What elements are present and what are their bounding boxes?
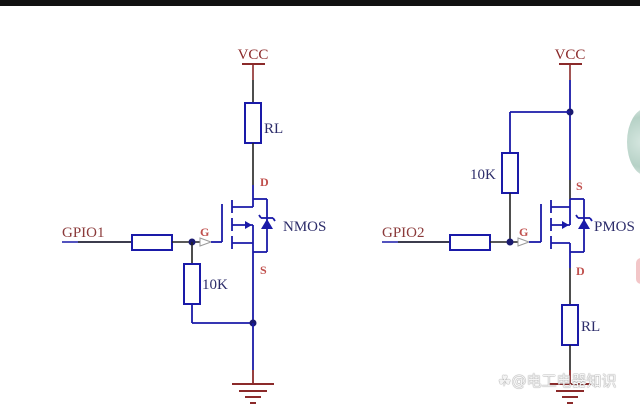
top-black-bar (0, 0, 640, 6)
gpio-input-label: GPIO1 (62, 225, 105, 241)
gate-label: G (519, 225, 528, 239)
nmos-symbol (221, 198, 276, 253)
load-resistor (244, 102, 262, 144)
source-label: S (260, 263, 267, 277)
pulldown-resistor (183, 263, 201, 305)
channel-arrow-icon (245, 221, 252, 229)
gpio-input-label: GPIO2 (382, 225, 425, 241)
watermark-text: ☘@电工电器知识 (498, 372, 617, 390)
drain-label: D (260, 175, 269, 189)
ground-icon (232, 383, 274, 404)
junction-node (506, 238, 514, 246)
body-diode-icon (578, 219, 590, 229)
pmos-circuit: VCC 10K S (382, 47, 635, 404)
load-resistor-label: RL (264, 121, 283, 137)
cropped-ui-edge (636, 258, 640, 284)
pullup-resistor (501, 152, 519, 194)
transistor-label: NMOS (283, 219, 326, 235)
ground-icon (549, 383, 591, 404)
pullup-resistor-label: 10K (470, 167, 496, 183)
body-diode-icon (261, 219, 273, 229)
vcc-label: VCC (238, 47, 269, 63)
gate-port-arrow-icon (199, 237, 213, 247)
pmos-symbol (540, 198, 593, 253)
gate-series-resistor (131, 234, 173, 251)
vcc-label: VCC (555, 47, 586, 63)
cropped-photo-edge (627, 108, 640, 176)
nmos-circuit: VCC RL D NMOS (62, 47, 326, 404)
drain-label: D (576, 264, 585, 278)
gate-port-arrow-icon (517, 237, 531, 247)
transistor-label: PMOS (594, 219, 635, 235)
gate-series-resistor (449, 234, 491, 251)
pulldown-resistor-label: 10K (202, 277, 228, 293)
load-resistor-label: RL (581, 319, 600, 335)
source-label: S (576, 179, 583, 193)
load-resistor (561, 304, 579, 346)
gate-label: G (200, 225, 209, 239)
channel-arrow-icon (562, 221, 569, 229)
